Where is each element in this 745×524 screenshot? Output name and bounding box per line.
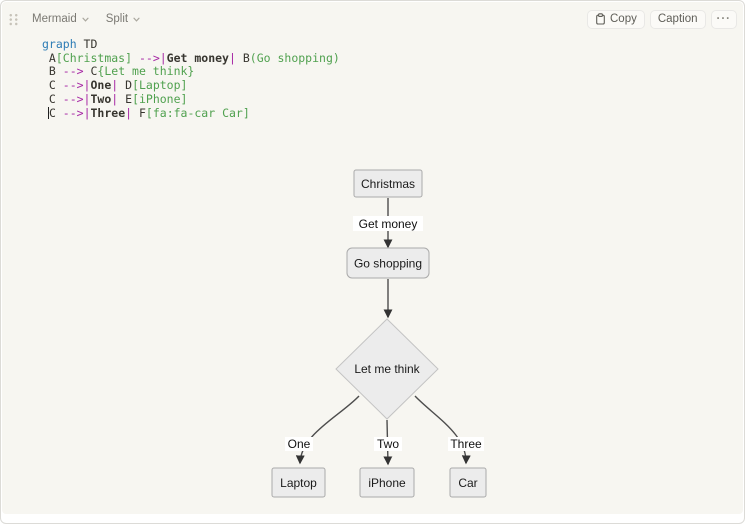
node-laptop-label: Laptop <box>280 476 317 490</box>
code-line: A[Christmas] -->|Get money| B(Go shoppin… <box>42 50 340 65</box>
svg-text:Two: Two <box>377 437 399 451</box>
edge-label-get-money: Get money <box>353 216 423 231</box>
node-christmas-label: Christmas <box>361 177 415 191</box>
node-car-label: Car <box>458 476 477 490</box>
svg-text:Three: Three <box>450 437 482 451</box>
node-iphone-label: iPhone <box>368 476 406 490</box>
code-line: C -->|One| D[Laptop] <box>42 78 188 93</box>
node-go-shopping: Go shopping <box>346 247 430 279</box>
text-cursor <box>48 106 50 119</box>
clipboard-icon <box>596 13 605 25</box>
language-dropdown-label: Mermaid <box>32 13 77 25</box>
node-car: Car <box>449 467 487 498</box>
copy-button-label: Copy <box>610 12 637 25</box>
chevron-down-icon <box>133 17 140 22</box>
edge-letmethink-laptop <box>295 395 360 465</box>
edge-label-three: Three <box>448 437 484 451</box>
edge-label-one: One <box>285 437 313 451</box>
caption-button-label: Caption <box>657 12 698 25</box>
svg-text:One: One <box>288 437 311 451</box>
code-line: graph TD <box>42 37 98 51</box>
node-christmas: Christmas <box>353 169 423 198</box>
svg-text:Get money: Get money <box>359 217 418 231</box>
copy-button[interactable]: Copy <box>587 9 645 29</box>
node-laptop: Laptop <box>271 467 326 498</box>
header-actions: Copy Caption ··· <box>587 9 737 29</box>
view-mode-dropdown-label: Split <box>105 13 129 25</box>
edge-label-two: Two <box>374 437 402 451</box>
language-dropdown[interactable]: Mermaid <box>28 11 94 27</box>
node-let-me-think: Let me think <box>335 318 439 420</box>
drag-handle-icon[interactable] <box>7 11 18 27</box>
more-options-button[interactable]: ··· <box>710 9 737 29</box>
code-line: C -->|Three| F[fa:fa-car Car] <box>48 105 250 120</box>
node-let-me-think-label: Let me think <box>354 362 420 376</box>
code-line: B --> C{Let me think} <box>42 64 195 79</box>
view-mode-dropdown[interactable]: Split <box>102 11 145 27</box>
edge-letmethink-car <box>414 395 471 465</box>
mermaid-code-block: Mermaid Split Copy Caption <box>2 2 743 514</box>
more-options-icon: ··· <box>716 12 731 25</box>
code-line: C -->|Two| E[iPhone] <box>42 91 188 106</box>
caption-button[interactable]: Caption <box>649 9 706 29</box>
node-go-shopping-label: Go shopping <box>354 257 422 271</box>
mermaid-diagram: Christmas Go shopping Let me think Lapto… <box>271 169 487 498</box>
node-iphone: iPhone <box>359 467 415 498</box>
code-editor[interactable]: graph TD A[Christmas] -->|Get money| B(G… <box>42 37 340 120</box>
code-block-header: Mermaid Split Copy Caption <box>7 9 737 29</box>
chevron-down-icon <box>82 17 89 22</box>
